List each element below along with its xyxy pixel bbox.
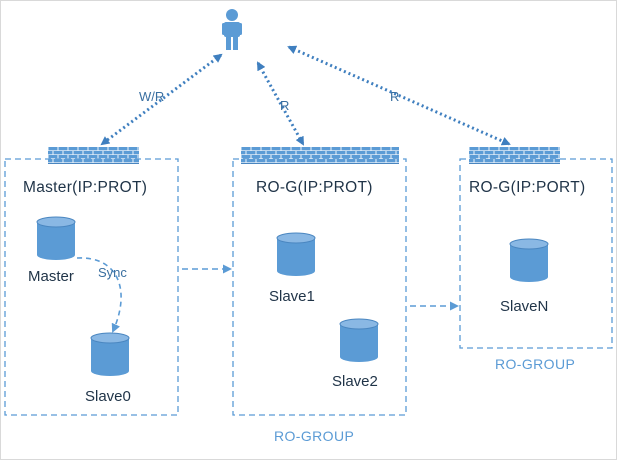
group-box-master <box>4 158 179 416</box>
database-label-slave1: Slave1 <box>269 288 315 305</box>
edge-label-sync: Sync <box>98 265 127 280</box>
arrow-client-group1 <box>256 61 305 146</box>
firewall-icon <box>240 147 399 164</box>
group-title-master: Master(IP:PROT) <box>23 179 148 196</box>
edge-label-read-group2: R <box>390 89 400 104</box>
database-icon <box>339 318 379 362</box>
user-icon <box>222 9 242 50</box>
edge-label-write-read: W/R <box>139 89 165 104</box>
group-caption-ro-group-2: RO-GROUP <box>495 356 576 372</box>
group-title-ro-group-1: RO-G(IP:PROT) <box>256 179 373 196</box>
database-label-slaven: SlaveN <box>500 298 549 315</box>
sync-arrow <box>76 257 122 333</box>
arrow-client-group2 <box>287 45 511 146</box>
database-icon <box>509 238 549 282</box>
database-label-slave0: Slave0 <box>85 388 131 405</box>
database-label-slave2: Slave2 <box>332 373 378 390</box>
group-caption-ro-group-1: RO-GROUP <box>274 428 355 444</box>
database-icon <box>36 216 76 260</box>
database-label-master: Master <box>28 268 74 285</box>
firewall-icon <box>47 147 139 164</box>
group-box-ro-group-1 <box>232 158 407 416</box>
edge-label-read-group1: R <box>280 98 290 113</box>
group-title-ro-group-2: RO-G(IP:PORT) <box>469 179 586 196</box>
database-icon <box>276 232 316 276</box>
firewall-icon <box>468 147 560 164</box>
database-icon <box>90 332 130 376</box>
